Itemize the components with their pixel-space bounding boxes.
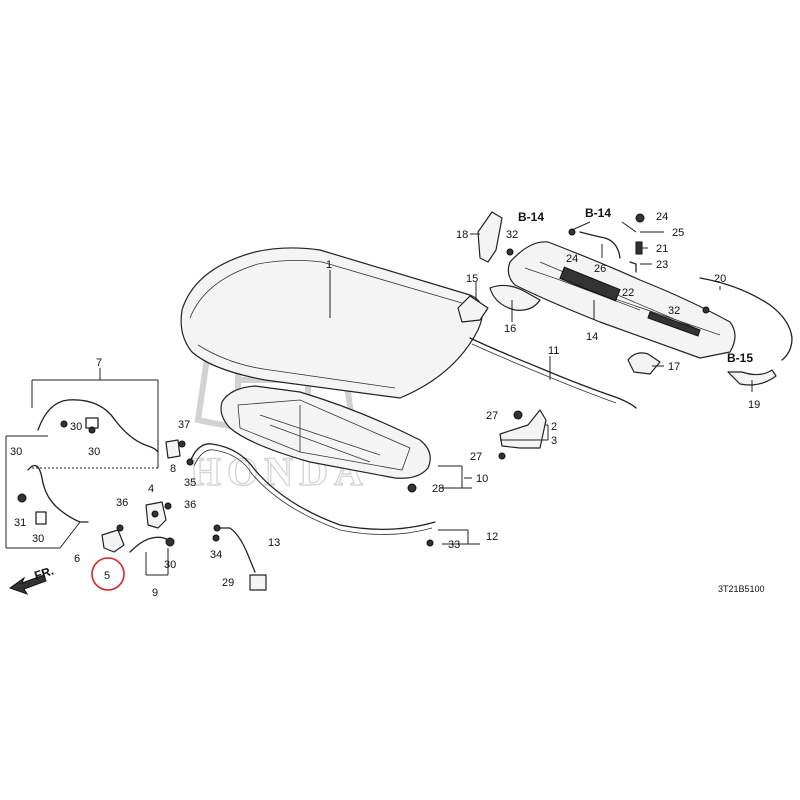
part-label-31[interactable]: 31 [14,517,26,529]
clip-32-right[interactable] [702,306,710,314]
hood-stay-holder[interactable] [249,574,267,591]
part-label-13[interactable]: 13 [268,537,280,549]
part-label-1[interactable]: 1 [326,259,332,271]
part-label-34[interactable]: 34 [210,549,222,561]
hood-panel[interactable] [180,247,484,399]
part-label-30-b[interactable]: 30 [88,446,100,458]
part-label-32-right[interactable]: 32 [668,305,680,317]
washer-nozzle-assembly[interactable] [506,213,645,273]
rear-hood-seal[interactable] [469,337,637,409]
hood-release-handle[interactable] [101,524,125,553]
part-label-14[interactable]: 14 [586,331,598,343]
part-label-24-upper[interactable]: 24 [656,211,668,223]
part-label-29[interactable]: 29 [222,577,234,589]
clip-34[interactable] [212,534,220,542]
part-label-11[interactable]: 11 [548,345,559,357]
part-label-27-upper[interactable]: 27 [486,410,498,422]
part-label-16[interactable]: 16 [504,323,516,335]
leader-lines [5,221,753,576]
ref-b15[interactable]: B-15 [727,351,753,365]
part-label-27-lower[interactable]: 27 [470,451,482,463]
part-label-4[interactable]: 4 [148,483,154,495]
part-label-20[interactable]: 20 [714,273,726,285]
part-label-35[interactable]: 35 [184,477,196,489]
hood-latch-cable[interactable] [129,536,175,553]
part-label-22[interactable]: 22 [622,287,634,299]
hood-release-cable-upper[interactable] [37,399,159,453]
hood-release-cable-lower[interactable] [17,464,89,525]
washer-hose[interactable] [699,277,793,361]
part-label-25[interactable]: 25 [672,227,684,239]
cowl-side-cover[interactable] [489,284,541,311]
cowl-trim-right[interactable] [727,369,777,386]
part-label-19[interactable]: 19 [748,399,760,411]
hood-insulator[interactable] [220,385,431,479]
hood-support-clip[interactable] [164,439,194,510]
part-label-8[interactable]: 8 [170,463,176,475]
part-label-21[interactable]: 21 [656,243,668,255]
part-label-6[interactable]: 6 [74,553,80,565]
part-label-5[interactable]: 5 [104,570,110,582]
part-label-18[interactable]: 18 [456,229,468,241]
part-label-36-right[interactable]: 36 [184,499,196,511]
part-label-24-lower[interactable]: 24 [566,253,578,265]
ref-b14-right[interactable]: B-14 [585,206,611,220]
part-label-12[interactable]: 12 [486,531,498,543]
part-number-labels: 1 2 3 4 5 6 7 8 9 10 11 12 13 14 15 16 1… [10,211,760,599]
cowl-cap[interactable] [627,352,661,375]
part-label-28[interactable]: 28 [432,483,444,495]
clip-28[interactable] [407,483,417,493]
cowl-end-bracket[interactable] [477,211,503,263]
hood-latch[interactable] [145,501,167,529]
ref-b14-left[interactable]: B-14 [518,210,544,224]
part-label-36-left[interactable]: 36 [116,497,128,509]
direction-label: FR. [33,564,56,583]
cowl-seal-left[interactable] [457,295,489,323]
front-direction-arrow: FR. [8,564,56,595]
part-label-30-d[interactable]: 30 [32,533,44,545]
part-label-30-a[interactable]: 30 [70,421,82,433]
part-label-26[interactable]: 26 [594,263,606,275]
cowl-top-cover[interactable] [507,241,736,359]
clip-33[interactable] [426,539,434,547]
hood-stay-rod[interactable] [215,527,256,573]
part-label-7[interactable]: 7 [96,357,102,369]
front-hood-seal[interactable] [189,443,436,530]
part-label-32-left[interactable]: 32 [506,229,518,241]
hood-hinge[interactable] [498,409,547,460]
part-label-15[interactable]: 15 [466,273,478,285]
part-label-37[interactable]: 37 [178,419,190,431]
part-label-30-e[interactable]: 30 [164,559,176,571]
part-label-9[interactable]: 9 [152,587,158,599]
part-label-30-c[interactable]: 30 [10,446,22,458]
part-label-10[interactable]: 10 [476,473,488,485]
part-label-17[interactable]: 17 [668,361,680,373]
part-label-2[interactable]: 2 [551,421,557,433]
part-label-23[interactable]: 23 [656,259,668,271]
part-label-3[interactable]: 3 [551,435,557,447]
part-label-33[interactable]: 33 [448,539,460,551]
diagram-code: 3T21B5100 [718,584,765,594]
highlight-circle [91,557,125,591]
